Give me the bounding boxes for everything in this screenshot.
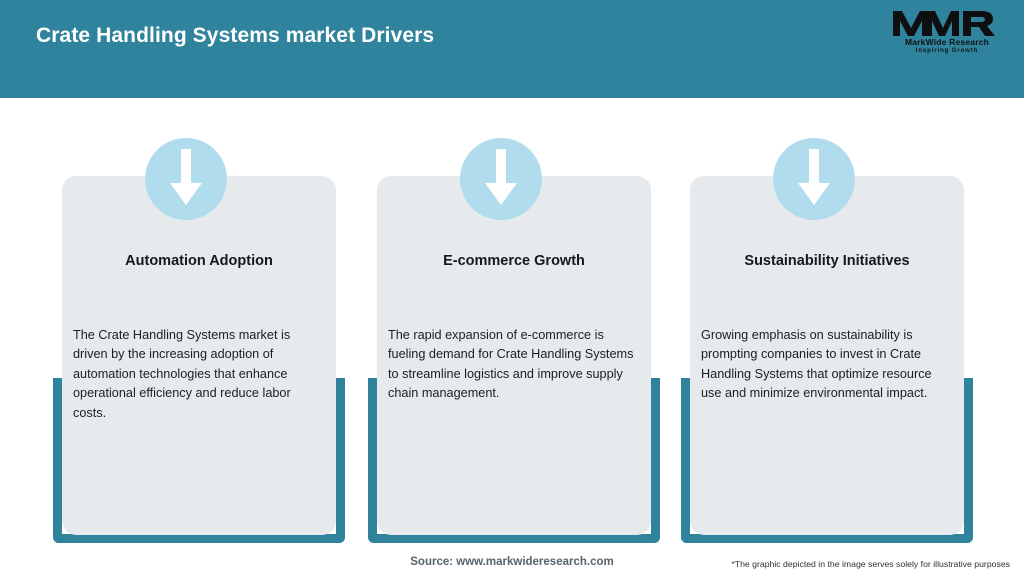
source-label: Source: www.markwideresearch.com	[410, 556, 614, 568]
header-bar: Crate Handling Systems market Drivers Ma…	[0, 0, 1024, 98]
card-description: Growing emphasis on sustainability is pr…	[701, 328, 932, 401]
driver-card[interactable]: Automation Adoption The Crate Handling S…	[53, 0, 345, 576]
arrow-down-glyph	[798, 149, 830, 205]
mwr-logo-icon	[893, 11, 995, 36]
driver-card[interactable]: Sustainability Initiatives Growing empha…	[681, 0, 973, 576]
card-panel: E-commerce Growth The rapid expansion of…	[377, 176, 651, 535]
arrow-down-icon	[773, 138, 855, 220]
brand-logo[interactable]: MarkWide Research Inspiring Growth	[888, 8, 1006, 60]
driver-card[interactable]: E-commerce Growth The rapid expansion of…	[368, 0, 660, 576]
card-description: The Crate Handling Systems market is dri…	[73, 328, 291, 420]
arrow-down-icon	[460, 138, 542, 220]
card-title: Sustainability Initiatives	[744, 253, 910, 269]
card-panel: Automation Adoption The Crate Handling S…	[62, 176, 336, 535]
card-description: The rapid expansion of e-commerce is fue…	[388, 328, 634, 401]
card-panel: Sustainability Initiatives Growing empha…	[690, 176, 964, 535]
disclaimer-note: *The graphic depicted in the image serve…	[731, 559, 1010, 569]
arrow-down-glyph	[170, 149, 202, 205]
card-title: Automation Adoption	[125, 253, 273, 269]
card-accent-frame	[368, 378, 660, 543]
arrow-down-glyph	[485, 149, 517, 205]
card-title: E-commerce Growth	[443, 253, 585, 269]
logo-company-name: MarkWide Research	[904, 37, 990, 47]
logo-tagline: Inspiring Growth	[915, 48, 979, 54]
card-accent-frame	[681, 378, 973, 543]
page-title: Crate Handling Systems market Drivers	[36, 24, 435, 47]
arrow-down-icon	[145, 138, 227, 220]
card-accent-frame	[53, 378, 345, 543]
